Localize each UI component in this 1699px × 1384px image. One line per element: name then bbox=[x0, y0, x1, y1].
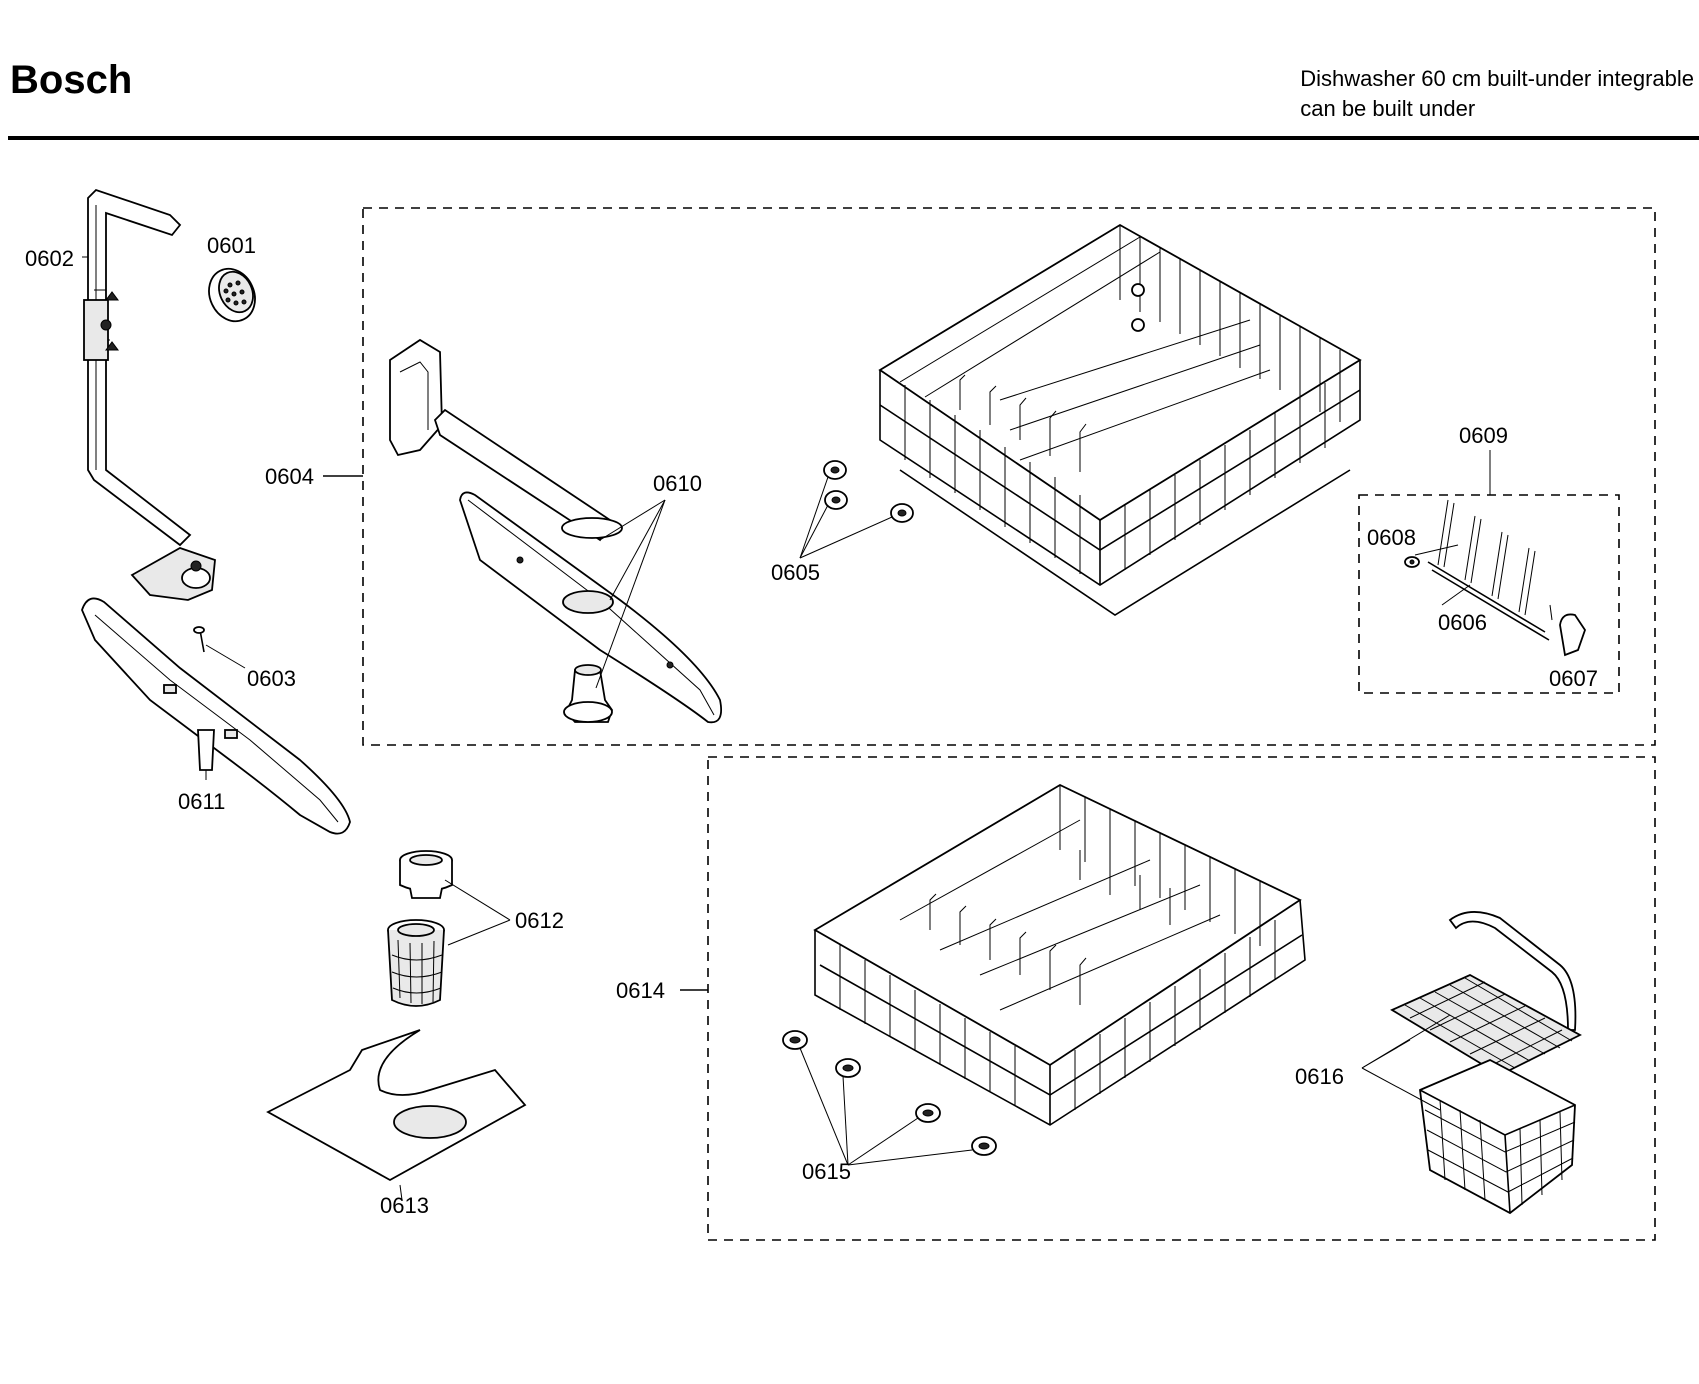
part-label-0616: 0616 bbox=[1295, 1064, 1344, 1089]
upper-rack-rollers-drawing bbox=[799, 460, 914, 559]
upper-rack-group-box bbox=[362, 207, 1656, 746]
description-line-1: Dishwasher 60 cm built-under integrable bbox=[1300, 66, 1694, 91]
part-label-0601: 0601 bbox=[207, 233, 256, 258]
screw-drawing bbox=[193, 626, 246, 669]
model-description: Dishwasher 60 cm built-under integrable … bbox=[1300, 64, 1694, 124]
part-label-0604: 0604 bbox=[265, 464, 314, 489]
brand-title: Bosch bbox=[10, 58, 133, 102]
part-label-0611: 0611 bbox=[178, 789, 225, 814]
part-label-0614: 0614 bbox=[616, 978, 665, 1003]
part-label-0608: 0608 bbox=[1367, 525, 1416, 550]
upper-rack-drawing bbox=[878, 223, 1362, 616]
filter-assembly-drawing bbox=[387, 850, 511, 1007]
part-label-0610: 0610 bbox=[653, 471, 702, 496]
part-label-0606: 0606 bbox=[1438, 610, 1487, 635]
part-label-0613: 0613 bbox=[380, 1193, 429, 1218]
description-line-2: can be built under bbox=[1300, 96, 1476, 121]
part-label-0607: 0607 bbox=[1549, 666, 1598, 691]
spray-supply-pipe-drawing bbox=[83, 188, 216, 601]
cutlery-basket-drawing bbox=[1361, 911, 1582, 1215]
part-label-0603: 0603 bbox=[247, 666, 296, 691]
spray-nozzle-disc-drawing bbox=[208, 267, 256, 323]
lower-rack-group-box bbox=[707, 756, 1656, 1241]
sump-cover-plate-drawing bbox=[266, 1029, 527, 1201]
upper-spray-arm-drawing bbox=[389, 338, 723, 724]
lower-rack-drawing bbox=[813, 783, 1306, 1126]
rack-insert-group-box bbox=[1358, 494, 1620, 694]
leader-lines bbox=[82, 256, 1553, 991]
header-divider bbox=[8, 136, 1699, 140]
part-label-0609: 0609 bbox=[1459, 423, 1508, 448]
lower-rack-rollers-drawing bbox=[782, 1030, 997, 1166]
lower-spray-arm-drawing bbox=[81, 597, 351, 835]
part-label-0605: 0605 bbox=[771, 560, 820, 585]
rack-insert-drawing bbox=[1404, 450, 1586, 657]
part-label-0612: 0612 bbox=[515, 908, 564, 933]
part-label-0602: 0602 bbox=[25, 246, 74, 271]
part-label-0615: 0615 bbox=[802, 1159, 851, 1184]
